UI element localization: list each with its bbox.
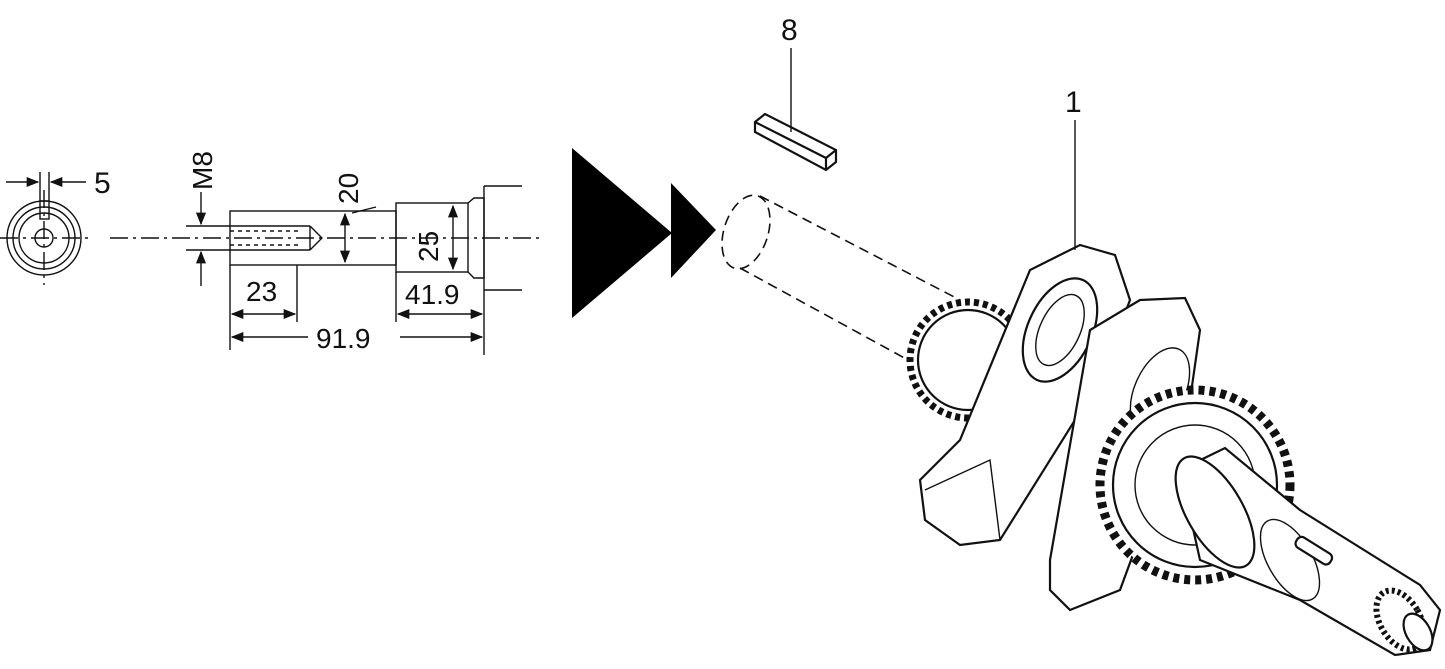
shaft-end-view: 5 — [0, 167, 111, 285]
key-width-label: 5 — [94, 167, 111, 200]
shaft-side-view: M8 20 25 23 41.9 91.9 — [110, 151, 540, 355]
thread-label: M8 — [187, 151, 218, 190]
end-length-label: 41.9 — [405, 279, 460, 310]
shaft-diameter-label: 25 — [413, 231, 444, 262]
keyway-length-label: 23 — [246, 276, 277, 307]
crankshaft-part: 1 — [721, 86, 1442, 657]
direction-arrows — [572, 148, 716, 318]
overall-length-label: 91.9 — [316, 323, 371, 354]
bore-depth-label: 20 — [333, 173, 364, 204]
crankshaft-callout: 1 — [1065, 86, 1082, 119]
key-part: 8 — [753, 14, 838, 172]
key-callout: 8 — [781, 14, 798, 47]
